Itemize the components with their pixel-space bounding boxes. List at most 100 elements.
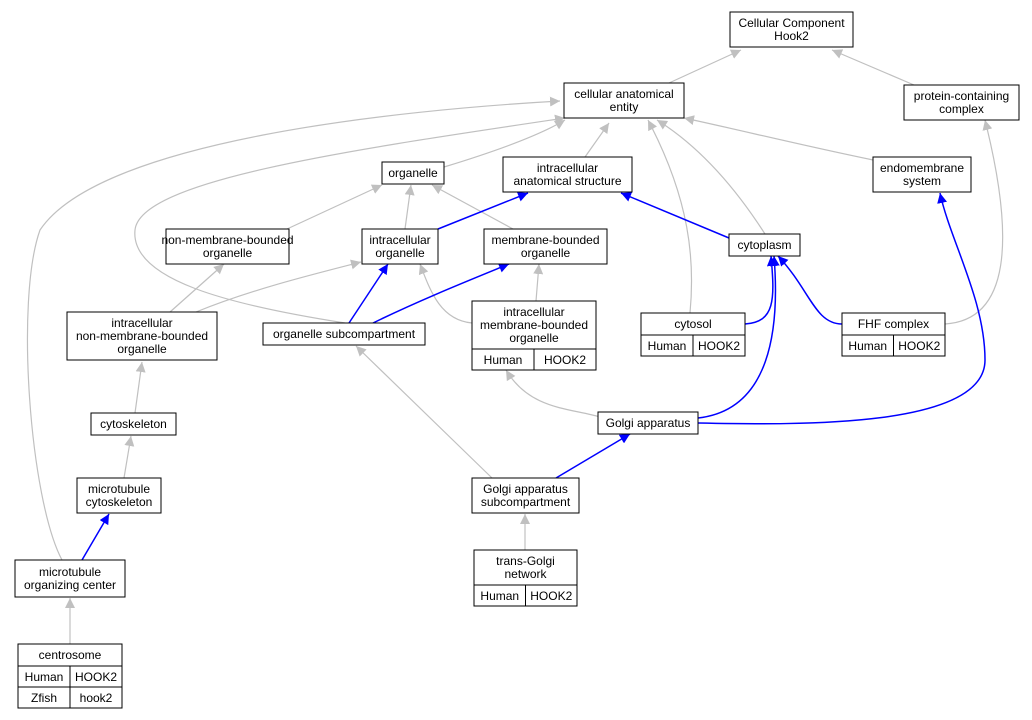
node-golgi[interactable]: Golgi apparatus — [597, 411, 699, 435]
node-box — [361, 228, 439, 265]
svg-text:hook2: hook2 — [80, 691, 113, 705]
svg-text:Human: Human — [648, 339, 687, 353]
edge-io-to-organelle — [404, 184, 415, 230]
node-label: Golgi apparatus — [606, 416, 691, 430]
node-label: organelle subcompartment — [273, 327, 416, 341]
node-label: anatomical structure — [513, 174, 621, 188]
node-label: cytoskeleton — [100, 417, 167, 431]
svg-text:HOOK2: HOOK2 — [530, 589, 572, 603]
node-box — [563, 82, 685, 119]
node-box — [381, 161, 445, 185]
gene-cell: HOOK2 — [525, 584, 578, 607]
edge-gas-to-osub — [355, 345, 493, 479]
species-cell: Human — [841, 334, 894, 357]
svg-text:Human: Human — [480, 589, 519, 603]
edge-mtoc-to-mtcyto — [81, 513, 110, 561]
node-imbo[interactable]: intracellularmembrane-boundedorganelleHu… — [471, 300, 597, 371]
edge-organelle-to-cae — [443, 119, 566, 168]
node-organelle[interactable]: organelle — [381, 161, 445, 185]
node-label: trans-Golgi — [496, 554, 555, 568]
node-label: entity — [610, 100, 639, 114]
edge-golgi-to-imbo — [505, 369, 601, 418]
edge-cyto-to-cae — [656, 119, 766, 235]
node-cytosk[interactable]: cytoskeleton — [90, 412, 177, 436]
edge-mbo-to-organelle — [431, 184, 514, 230]
node-label: cytoskeleton — [86, 495, 153, 509]
gene-cell: HOOK2 — [893, 334, 946, 357]
edge-layer — [26, 49, 1004, 644]
node-label: system — [903, 174, 941, 188]
node-label: non-membrane-bounded — [76, 329, 208, 343]
species-cell: Human — [473, 584, 526, 607]
node-label: cytoplasm — [737, 238, 791, 252]
svg-text:Human: Human — [25, 670, 64, 684]
node-label: non-membrane-bounded — [161, 233, 293, 247]
node-box — [597, 411, 699, 435]
edge-mtcyto-to-cytosk — [123, 435, 135, 479]
edge-ias-to-cae — [584, 122, 610, 158]
node-box — [66, 311, 218, 361]
edge-golgi-to-endo — [697, 192, 986, 425]
node-label: intracellular — [537, 161, 598, 175]
svg-text:HOOK2: HOOK2 — [898, 339, 940, 353]
node-osub[interactable]: organelle subcompartment — [262, 322, 426, 346]
node-label: cellular anatomical — [574, 87, 673, 101]
node-box — [165, 228, 290, 265]
edge-inmbo-to-nmbo — [169, 263, 225, 313]
svg-text:HOOK2: HOOK2 — [544, 353, 586, 367]
node-label: organelle — [375, 246, 425, 260]
node-label: organelle — [203, 246, 253, 260]
node-label: microtubule — [88, 482, 150, 496]
node-label: cytosol — [674, 317, 711, 331]
node-label: endomembrane — [880, 161, 964, 175]
node-cyto[interactable]: cytoplasm — [728, 233, 801, 257]
edge-fhf-to-cyto — [777, 255, 843, 325]
gene-cell: HOOK2 — [533, 348, 597, 371]
node-label: organelle — [117, 342, 167, 356]
svg-text:Human: Human — [848, 339, 887, 353]
edge-cytosol-to-cyto — [744, 255, 777, 325]
edge-cyto-to-ias — [620, 192, 730, 239]
node-label: membrane-bounded — [491, 233, 599, 247]
gene-cell: hook2 — [69, 686, 123, 709]
node-box — [728, 233, 801, 257]
species-cell: Human — [471, 348, 535, 371]
edge-gas-to-golgi — [555, 433, 631, 479]
node-label: microtubule — [39, 565, 101, 579]
node-label: subcompartment — [481, 495, 571, 509]
edge-imbo-to-mbo — [533, 263, 544, 302]
node-label: centrosome — [39, 648, 102, 662]
node-inmbo[interactable]: intracellularnon-membrane-boundedorganel… — [66, 311, 218, 361]
node-box — [502, 156, 633, 193]
svg-text:Human: Human — [484, 353, 523, 367]
node-box — [90, 412, 177, 436]
node-label: organizing center — [24, 578, 116, 592]
node-label: organelle — [509, 331, 559, 345]
node-label: Golgi apparatus — [483, 482, 568, 496]
species-cell: Human — [640, 334, 694, 357]
edge-osub-to-mbo — [372, 263, 510, 324]
node-label: FHF complex — [858, 317, 929, 331]
node-label: protein-containing — [914, 89, 1009, 103]
node-label: intracellular — [369, 233, 430, 247]
node-box — [729, 11, 854, 48]
node-box — [903, 84, 1020, 121]
edge-osub-to-io — [348, 263, 389, 324]
